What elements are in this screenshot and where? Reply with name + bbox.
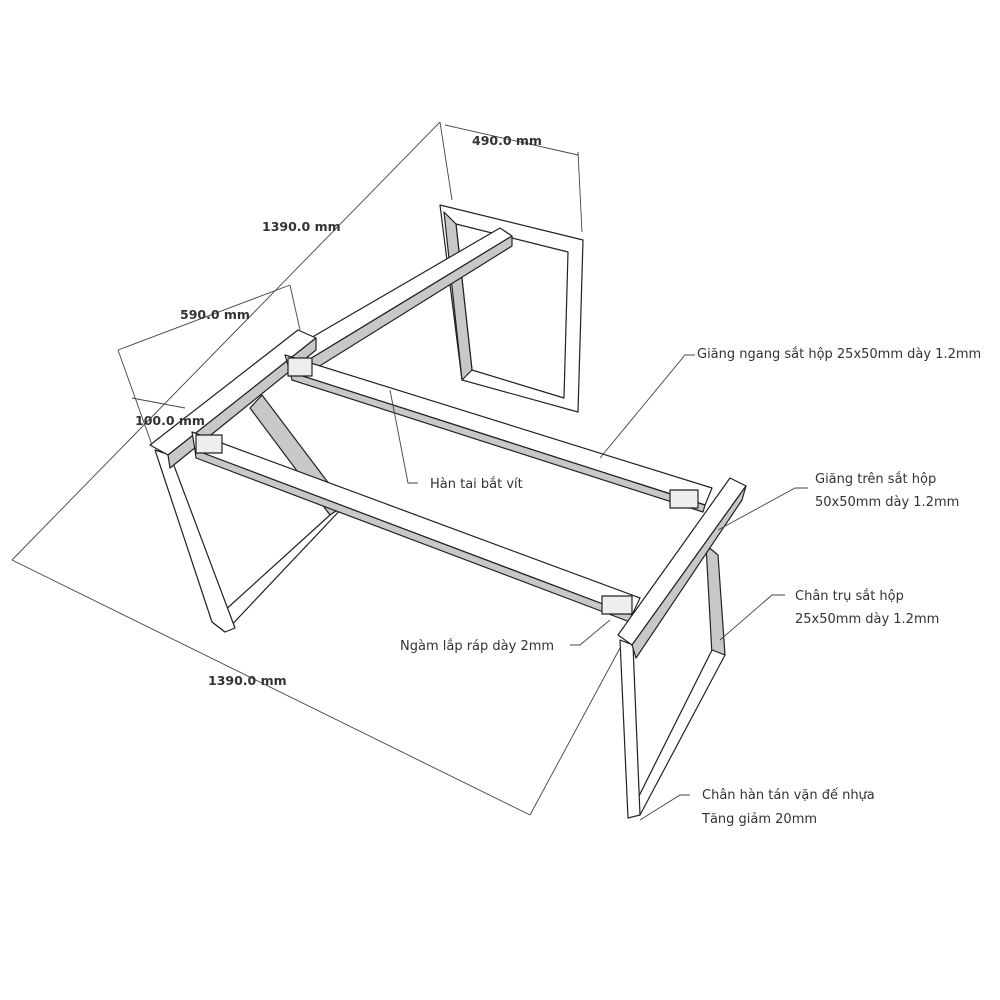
- dimension-top-length: 1390.0 mm: [262, 219, 341, 234]
- dimension-back-width: 490.0 mm: [472, 133, 542, 148]
- front-stretcher: [191, 431, 641, 623]
- callout-leg-post-2: 25x50mm dày 1.2mm: [795, 612, 940, 627]
- callout-leg-post-1: Chân trụ sắt hộp: [795, 589, 904, 604]
- callout-joint: Ngàm lắp ráp dày 2mm: [400, 639, 555, 654]
- callout-horizontal-brace: Giăng ngang sắt hộp 25x50mm dày 1.2mm: [697, 347, 982, 362]
- callout-foot-1: Chân hàn tán vặn đế nhựa: [702, 788, 875, 803]
- callout-top-brace-2: 50x50mm dày 1.2mm: [815, 495, 960, 510]
- middle-stretcher: [284, 354, 713, 513]
- callout-welded-tab: Hàn tai bắt vít: [430, 477, 523, 492]
- dimension-front-length: 1390.0 mm: [208, 673, 287, 688]
- callout-top-brace-1: Giăng trên sắt hộp: [815, 472, 937, 487]
- right-leg-frame: [617, 477, 747, 819]
- dimension-lines: [11, 121, 808, 821]
- callout-foot-2: Tăng giảm 20mm: [702, 812, 818, 827]
- dimension-leg-depth: 590.0 mm: [180, 307, 250, 322]
- dimension-offset: 100.0 mm: [135, 413, 205, 428]
